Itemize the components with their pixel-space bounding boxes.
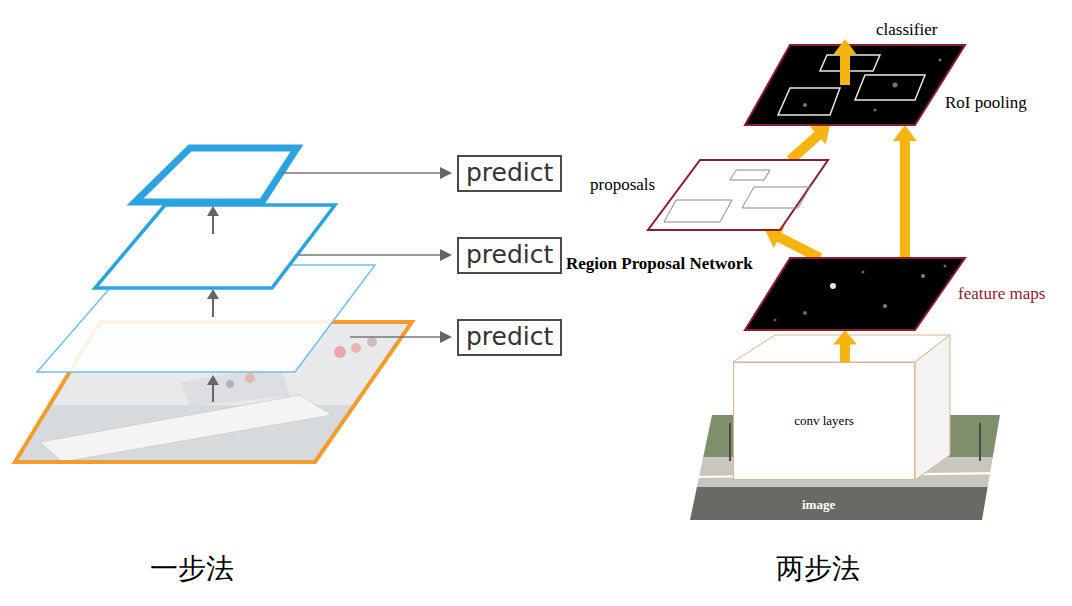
arrow-head <box>440 249 452 261</box>
activation-spot <box>862 271 865 274</box>
proposals-map-shape <box>648 160 828 230</box>
network-label: Region Proposal Network <box>566 254 753 274</box>
activation-spot <box>921 274 925 278</box>
proposal-box <box>742 187 810 208</box>
roi-pooling-map-outline <box>745 45 965 125</box>
photo-trees <box>690 415 1010 457</box>
activation-spot <box>803 311 807 315</box>
arrow-head <box>207 206 219 216</box>
predict-box: predict <box>457 319 562 356</box>
roi-box <box>778 88 840 115</box>
proposals-map-outline <box>648 160 828 230</box>
method-caption: 一步法 <box>150 550 234 588</box>
activation-spot <box>883 304 887 308</box>
input-image-outline <box>690 415 1000 520</box>
classifier-arrow <box>833 39 857 85</box>
predict-box: predict <box>457 237 562 274</box>
up-arrow-shaft <box>212 383 214 402</box>
conv-side-face <box>915 335 950 480</box>
up-arrow-shaft <box>212 214 214 234</box>
street-pole <box>929 423 931 461</box>
feature-layer-2 <box>95 205 335 288</box>
predict-box: predict <box>457 155 562 192</box>
feature-layer-3 <box>135 148 297 202</box>
proposals-map: proposals <box>648 160 828 230</box>
proposal-boxes <box>664 170 810 222</box>
box-label: predict <box>466 322 553 352</box>
proposal-box <box>664 200 732 222</box>
predict-arrow-line <box>350 336 442 338</box>
feature-map-outline <box>745 258 965 330</box>
street-pole <box>829 423 831 461</box>
node-label: RoI pooling <box>945 93 1027 113</box>
node-label: feature maps <box>958 284 1045 304</box>
boat-hull <box>40 395 332 462</box>
person <box>351 343 361 353</box>
up-arrows <box>212 214 214 402</box>
feature-map-shape <box>745 258 965 330</box>
flow-arrow <box>833 330 857 362</box>
person <box>226 380 234 388</box>
feature-map: feature maps <box>745 258 965 330</box>
node-label: proposals <box>590 175 655 195</box>
person <box>334 346 346 358</box>
roi-box <box>855 75 925 100</box>
predict-arrow-line <box>282 172 442 174</box>
activation-spot <box>830 283 836 289</box>
street-pole <box>979 423 981 461</box>
up-arrow-shaft <box>212 297 214 317</box>
activation-spot <box>874 109 877 112</box>
roi-pooling-map: RoI pooling <box>745 45 965 125</box>
stage-label: classifier <box>876 20 937 40</box>
photo-road <box>690 457 1010 487</box>
arrow-head <box>440 167 452 179</box>
street-photo <box>690 415 1010 527</box>
flow-arrow <box>893 125 917 258</box>
activation-spot <box>803 103 807 107</box>
up-arrow-heads <box>207 206 219 385</box>
arrow-head <box>207 375 219 385</box>
node-label: conv layers <box>794 413 854 429</box>
roi-pooling-map-shape <box>745 45 965 125</box>
arrow-head <box>440 331 452 343</box>
flow-arrow <box>787 125 830 164</box>
predict-leaders <box>282 173 442 337</box>
activation-spot <box>944 265 947 268</box>
person <box>367 337 377 347</box>
lane-line <box>690 473 1010 477</box>
activation-spot <box>774 319 777 322</box>
box-label: predict <box>466 158 553 188</box>
street-pole <box>729 423 731 461</box>
conv-layers-box: conv layers <box>733 362 915 480</box>
predict-arrow-heads <box>440 167 452 343</box>
box-label: predict <box>466 240 553 270</box>
activation-spot <box>939 59 942 62</box>
arrow-head <box>207 289 219 299</box>
proposal-box <box>730 170 770 180</box>
predict-arrow-line <box>298 254 442 256</box>
activation-spot <box>893 83 898 88</box>
roi-boxes <box>778 55 925 115</box>
method-caption: 两步法 <box>776 550 860 588</box>
person <box>245 373 255 383</box>
node-label: image <box>802 495 835 515</box>
photo-pavement <box>690 487 1010 527</box>
